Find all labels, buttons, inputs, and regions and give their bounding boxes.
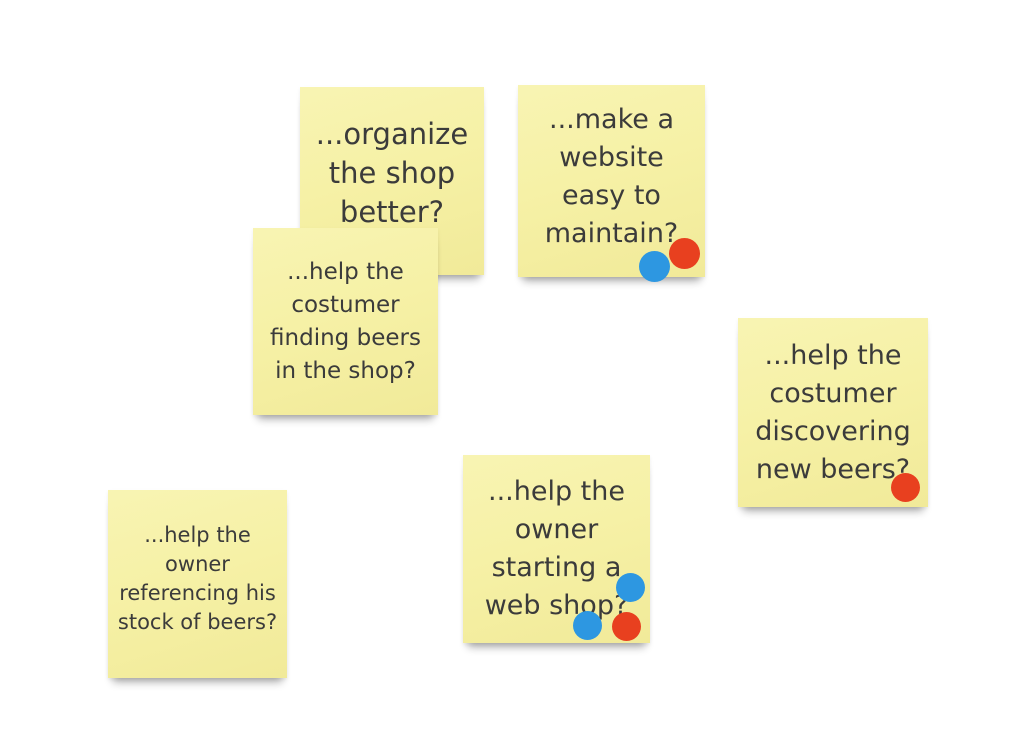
note-line: ...make a xyxy=(548,104,674,135)
note-line: ...help the xyxy=(287,258,404,285)
sticky-note-text: ...help the costumer finding beers in th… xyxy=(270,256,421,388)
note-line: web shop? xyxy=(484,590,629,621)
note-line: the shop xyxy=(328,155,456,190)
note-line: starting a xyxy=(491,552,622,583)
note-line: stock of beers? xyxy=(117,610,278,634)
note-line: new beers? xyxy=(755,453,911,485)
note-line: website xyxy=(559,142,664,173)
vote-dot-blue[interactable] xyxy=(616,573,645,602)
note-line: ...help the xyxy=(144,523,251,547)
note-line: better? xyxy=(339,194,445,229)
sticky-note-finding-beers[interactable]: ...help the costumer finding beers in th… xyxy=(253,228,438,415)
sticky-note-text: ...help the costumer discovering new bee… xyxy=(755,337,911,489)
vote-dot-red[interactable] xyxy=(891,473,920,502)
note-line: costumer xyxy=(769,377,897,409)
sticky-note-discovering-beers[interactable]: ...help the costumer discovering new bee… xyxy=(738,318,928,507)
vote-dot-blue[interactable] xyxy=(573,611,602,640)
note-line: owner xyxy=(165,552,230,576)
note-line: finding beers xyxy=(270,324,421,351)
vote-dot-blue[interactable] xyxy=(639,251,670,282)
note-line: ...help the xyxy=(764,339,902,371)
note-line: in the shop? xyxy=(275,357,416,384)
note-line: ...organize xyxy=(315,116,469,151)
sticky-note-stock-of-beers[interactable]: ...help the owner referencing his stock … xyxy=(108,490,287,678)
note-line: ...help the xyxy=(487,476,625,507)
sticky-note-text: ...organize the shop better? xyxy=(316,115,469,232)
note-line: easy to xyxy=(562,180,661,211)
note-line: costumer xyxy=(291,291,400,318)
note-line: discovering xyxy=(755,415,911,447)
vote-dot-red[interactable] xyxy=(612,612,641,641)
note-line: owner xyxy=(514,514,599,545)
note-line: maintain? xyxy=(544,218,679,249)
sticky-note-text: ...make a website easy to maintain? xyxy=(545,101,679,253)
vote-dot-red[interactable] xyxy=(669,238,700,269)
sticky-note-website-maintain[interactable]: ...make a website easy to maintain? xyxy=(518,85,705,282)
note-line: referencing his xyxy=(119,581,276,605)
sticky-note-text: ...help the owner referencing his stock … xyxy=(118,521,277,637)
sticky-note-text: ...help the owner starting a web shop? xyxy=(485,473,629,625)
sticky-note-web-shop[interactable]: ...help the owner starting a web shop? xyxy=(463,455,650,643)
